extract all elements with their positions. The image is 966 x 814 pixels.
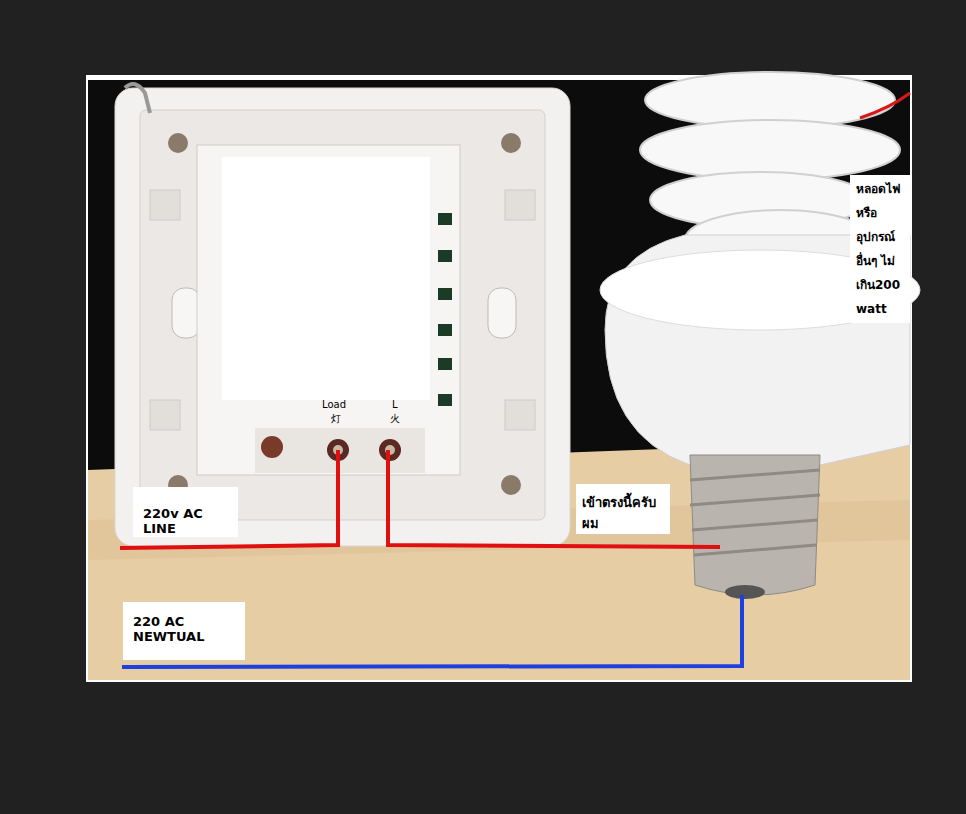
terminal-label: 火 — [390, 412, 400, 426]
terminal-label: 灯 — [331, 412, 341, 426]
wire-callout: 220 AC NEWTUAL — [123, 602, 245, 660]
load-note: หลอดไฟ หรือ อุปกรณ์ อื่นๆ ไม่ เกิน200 wa… — [850, 175, 910, 323]
terminal-label: L — [392, 399, 398, 410]
wire-callout: เข้าตรงนี้ครับผม — [576, 484, 670, 534]
terminal-label: Load — [322, 399, 346, 410]
wire-callout: 220v AC LINE — [133, 487, 238, 537]
